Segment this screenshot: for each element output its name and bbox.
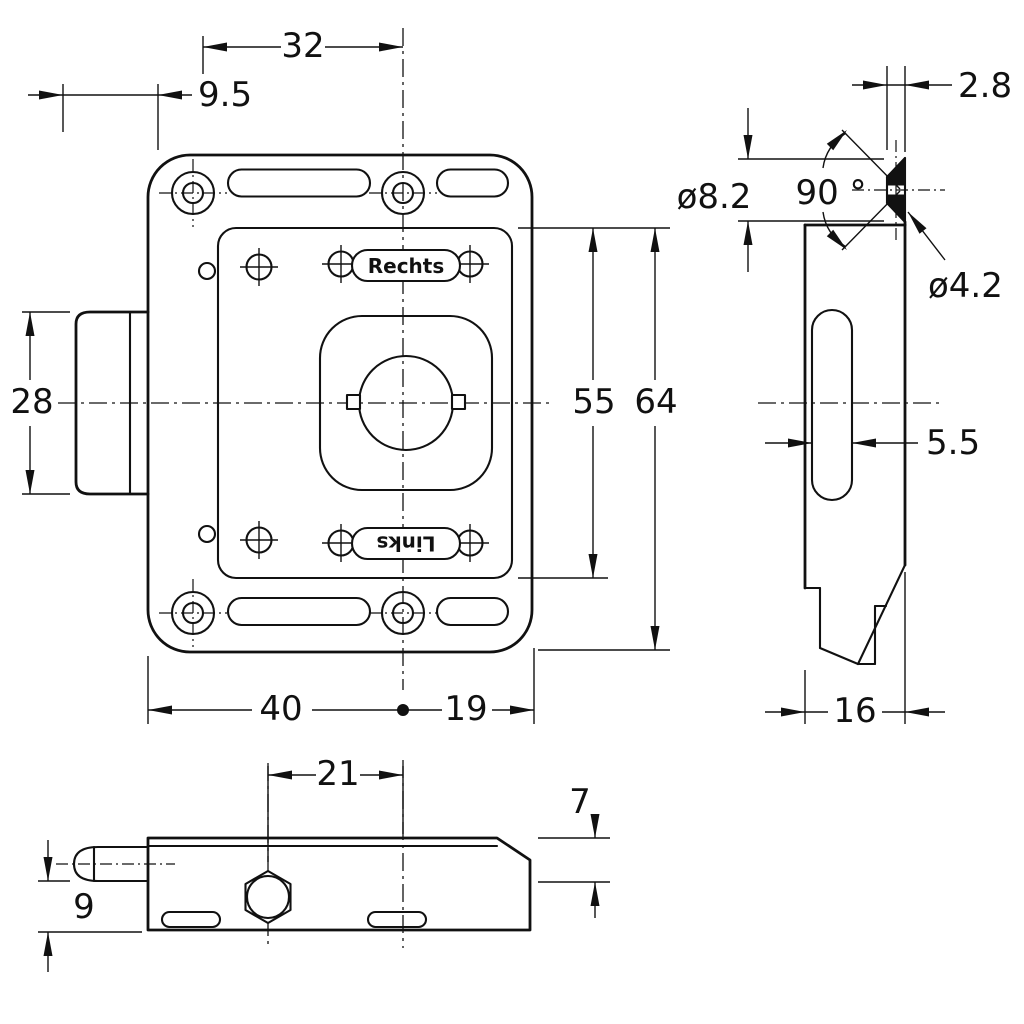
dim-64: 64 [538, 228, 678, 651]
slot-bottom-left [226, 596, 372, 627]
marking-links: Links [350, 526, 462, 561]
dim-label-19: 19 [444, 689, 487, 729]
dim-junction-dot [397, 704, 409, 716]
pin-hole-bottom [197, 524, 217, 544]
dim-9: 9 [38, 840, 142, 972]
dim-label-9: 9 [73, 887, 95, 927]
dim-label-d4-2: ø4.2 [928, 266, 1003, 306]
latch-bolt [74, 310, 150, 496]
marking-rechts-label: Rechts [368, 254, 445, 278]
pin-hole-top [197, 261, 217, 281]
dim-label-28: 28 [10, 382, 53, 422]
spindle-hole [244, 869, 292, 925]
dim-55: 55 [518, 227, 670, 579]
mounting-hole-bottom-center [369, 590, 437, 636]
bottom-slot-left [160, 910, 222, 929]
front-dimensions: 32 9.5 28 55 64 [10, 26, 677, 729]
marking-links-label: Links [376, 532, 435, 556]
dim-label-32: 32 [281, 26, 324, 66]
bottom-slot-right [366, 910, 428, 929]
dim-label-9-5: 9.5 [198, 75, 252, 115]
dim-label-5-5: 5.5 [926, 423, 980, 463]
dim-d4-2: ø4.2 [907, 211, 1003, 306]
dim-label-2-8: 2.8 [958, 66, 1012, 106]
dim-5-5: 5.5 [765, 423, 980, 463]
slot-bottom-right [435, 596, 510, 627]
dim-40-19: 40 19 [147, 648, 535, 729]
front-view: Rechts Links [58, 28, 552, 690]
side-dimensions: 2.8 ø8.2 90 ° ø4.2 5.5 [677, 66, 1012, 731]
slot-top-right [435, 168, 510, 198]
dim-label-21: 21 [316, 754, 359, 794]
dim-32: 32 [202, 26, 403, 74]
side-view [758, 129, 945, 666]
dim-90deg: 90 ° [795, 130, 867, 250]
side-slot [810, 308, 854, 502]
slot-top-left [226, 168, 372, 198]
mounting-hole-top-left [159, 159, 227, 227]
mounting-hole-top-center [369, 170, 437, 216]
dim-label-90deg: 90 ° [795, 173, 866, 213]
dim-9-5: 9.5 [28, 75, 252, 150]
dim-label-55: 55 [572, 382, 615, 422]
dim-label-16: 16 [833, 691, 876, 731]
dim-label-d8-2: ø8.2 [677, 177, 752, 217]
dim-28: 28 [10, 311, 70, 495]
dim-16: 16 [765, 572, 945, 731]
dim-label-7: 7 [569, 782, 591, 822]
cam-tab-left [345, 393, 362, 411]
lock-body [146, 153, 534, 654]
cam-tab-right [450, 393, 467, 411]
center-boss [318, 314, 494, 492]
cone-pin-section [885, 156, 907, 224]
dim-7: 7 [538, 782, 610, 918]
inner-plate [216, 226, 514, 580]
dim-2-8: 2.8 [852, 66, 1012, 152]
bottom-view [56, 760, 532, 948]
bottom-body [146, 836, 532, 932]
dim-d8-2: ø8.2 [677, 108, 884, 272]
bottom-dimensions: 21 7 9 [38, 754, 610, 972]
dim-label-64: 64 [634, 382, 677, 422]
marking-rechts: Rechts [350, 248, 462, 283]
side-body-profile [803, 220, 907, 666]
dim-label-40: 40 [259, 689, 302, 729]
mounting-hole-bottom-left [159, 579, 227, 647]
dim-21: 21 [267, 754, 404, 862]
bottom-latch-pin [72, 845, 150, 883]
